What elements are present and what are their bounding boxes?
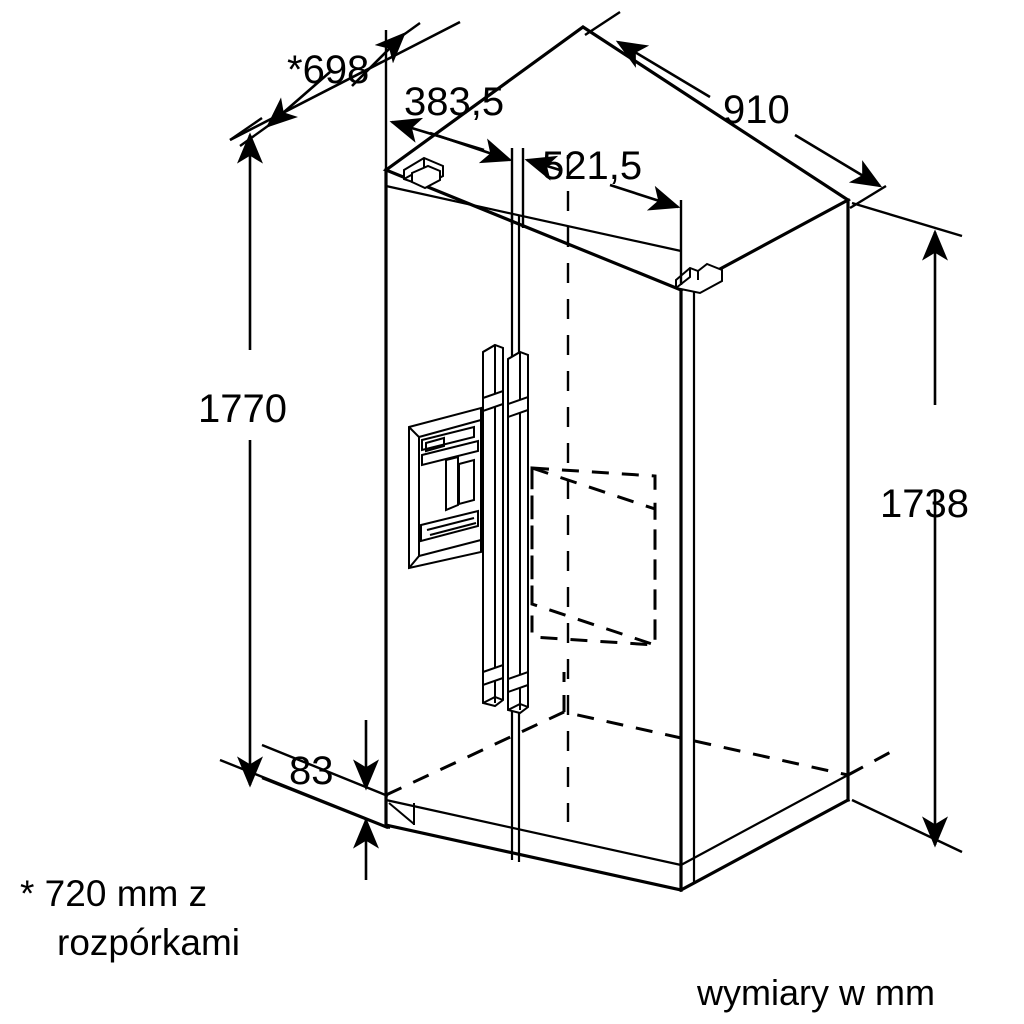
handle-right-mount-top xyxy=(507,395,529,419)
footnote-line-1: * 720 mm z xyxy=(20,873,207,914)
door-top-edge xyxy=(385,184,682,253)
interior-compartment-outline-iso xyxy=(530,465,657,648)
dim-698-arrow-left xyxy=(266,71,331,128)
hidden-outlines xyxy=(385,465,901,797)
dim-1738-ext-bottom xyxy=(851,798,963,854)
footnote-line-2: rozpórkami xyxy=(57,922,240,963)
rear-wall-spacers xyxy=(403,156,723,295)
dim-521-arrow-left xyxy=(524,155,561,181)
dim-521-arrow-right xyxy=(609,183,681,211)
dim-label-cabinet-height: 1738 xyxy=(880,482,969,526)
dimension-total-width-910: 910 xyxy=(584,10,887,210)
dimension-total-height-1770: 1770 xyxy=(198,117,391,830)
dim-383-arrow-right xyxy=(429,131,513,164)
dim-910-arrow-left xyxy=(615,40,711,99)
handle-right-top-face xyxy=(507,351,521,360)
cabinet-right-plinth-edge xyxy=(680,774,849,866)
dispenser-bottom-inner-edge xyxy=(418,539,482,557)
handle-right-mount-bottom xyxy=(507,670,529,694)
handle-left-mount-bottom xyxy=(482,663,504,687)
handle-left-top-face xyxy=(482,344,496,353)
dispenser-control-panel xyxy=(421,425,475,452)
hidden-base-extension xyxy=(847,745,901,777)
dim-label-left-door: 383,5 xyxy=(404,80,504,124)
handle-left-bottom-face xyxy=(482,695,504,704)
dispenser-left-inner-wall xyxy=(408,426,420,569)
dim-label-total-height: 1770 xyxy=(198,387,287,431)
dispenser-top-inner-edge xyxy=(418,419,482,438)
dim-1738-ext-top xyxy=(851,201,963,238)
unit-note-block: wymiary w mm xyxy=(696,972,935,1013)
handle-left-mount-top xyxy=(482,389,504,413)
dispenser-nozzle xyxy=(445,455,459,512)
dispenser-button-group xyxy=(425,436,445,453)
dim-label-depth: *698 xyxy=(287,48,369,92)
dim-910-ext-left xyxy=(584,10,621,37)
dimension-depth-698: *698 xyxy=(229,20,461,147)
spacer-left-block xyxy=(411,164,441,190)
dim-label-right-door: 521,5 xyxy=(542,144,642,188)
dim-label-total-width: 910 xyxy=(723,88,790,132)
dimension-left-door-383-5: 383,5 xyxy=(384,30,514,225)
cabinet-plinth-top-edge xyxy=(385,798,682,867)
dispenser-drip-grille-2 xyxy=(429,522,477,536)
hidden-base-rear-edge xyxy=(385,710,849,797)
dim-698-arrow-right xyxy=(351,32,406,87)
dim-910-arrow-right xyxy=(794,133,883,188)
door-handles xyxy=(482,343,529,715)
dispenser-drip-grille xyxy=(426,517,475,531)
unit-note: wymiary w mm xyxy=(696,972,935,1013)
cabinet-front-bottom-edge xyxy=(384,823,683,892)
water-ice-dispenser xyxy=(408,406,482,570)
cabinet-right-bottom-edge xyxy=(678,797,851,893)
dispenser-display-strip xyxy=(421,439,479,467)
dispenser-lever-pad xyxy=(458,458,475,506)
dimension-plinth-83: 83 xyxy=(261,720,389,880)
dimension-cabinet-height-1738: 1738 xyxy=(851,201,969,854)
handle-right-bottom-face xyxy=(507,702,529,711)
interior-compartment-outline xyxy=(530,466,657,647)
dim-label-plinth-height: 83 xyxy=(289,749,334,793)
dimension-right-door-521-5: 521,5 xyxy=(521,144,683,285)
footnote-block: * 720 mm z rozpórkami xyxy=(20,873,240,963)
plinth-corner-detail-left xyxy=(388,802,415,825)
dim-1770-ext-top xyxy=(229,117,263,141)
